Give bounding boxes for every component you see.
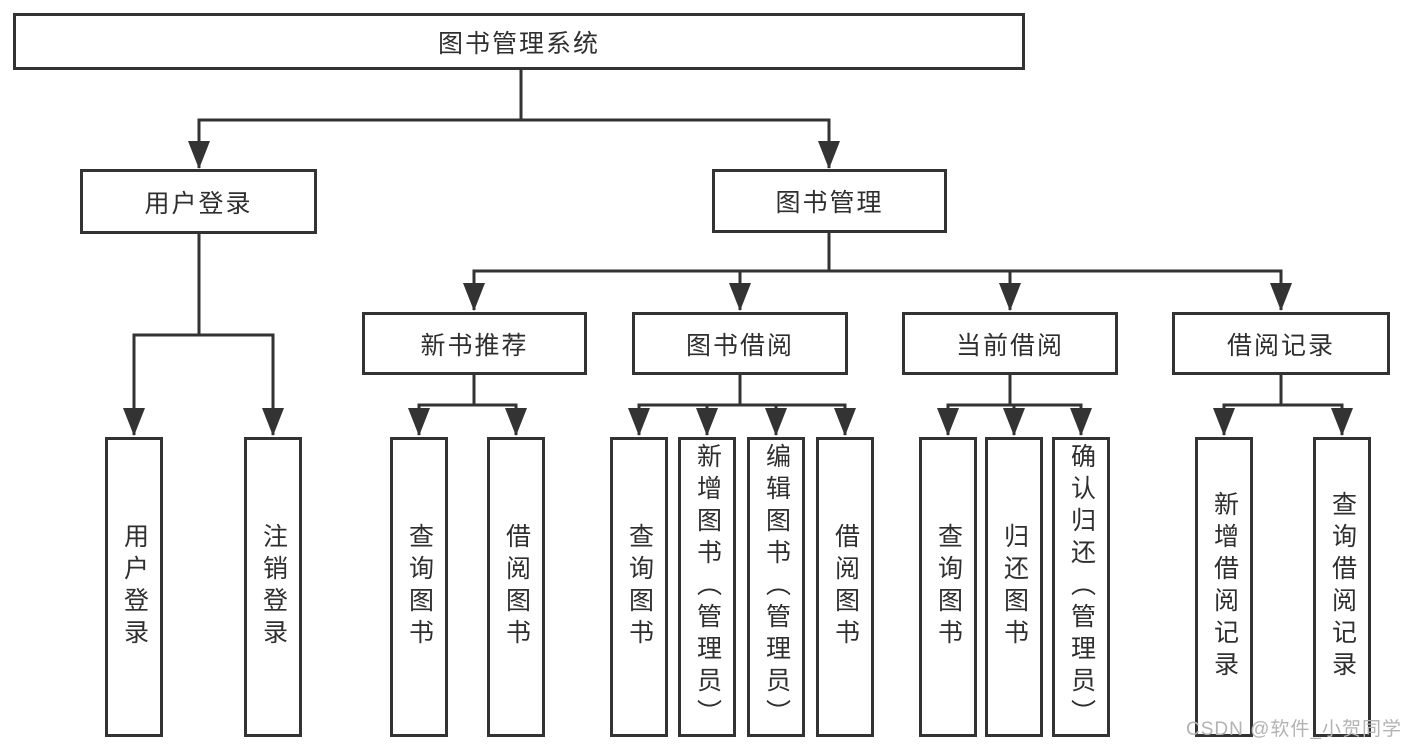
node-cb-query-books-label: 查询图书 bbox=[934, 523, 963, 651]
node-bb-edit-books-admin: 编辑图书（管理员） bbox=[747, 437, 805, 737]
node-book-borrowing-label: 图书借阅 bbox=[685, 331, 794, 360]
node-library-mgmt-system: 图书管理系统 bbox=[13, 13, 1025, 70]
csdn-watermark: CSDN @软件_小贺同学 bbox=[1186, 719, 1402, 740]
node-current-borrowing-label: 当前借阅 bbox=[955, 331, 1064, 360]
node-bb-add-books-admin: 新增图书（管理员） bbox=[678, 437, 736, 737]
node-cb-confirm-return-admin-label: 确认归还（管理员） bbox=[1067, 443, 1096, 731]
node-nb-borrow-books-label: 借阅图书 bbox=[502, 523, 531, 651]
node-cb-return-books: 归还图书 bbox=[985, 437, 1043, 737]
node-bb-borrow-books-label: 借阅图书 bbox=[831, 523, 860, 651]
node-bb-edit-books-admin-label: 编辑图书（管理员） bbox=[762, 443, 791, 731]
node-nb-query-books: 查询图书 bbox=[390, 437, 448, 737]
node-book-borrowing: 图书借阅 bbox=[632, 312, 848, 375]
node-leaf-logout: 注销登录 bbox=[244, 437, 302, 737]
node-bb-borrow-books: 借阅图书 bbox=[816, 437, 874, 737]
node-bb-query-books-label: 查询图书 bbox=[625, 523, 654, 651]
node-leaf-logout-label: 注销登录 bbox=[259, 523, 288, 651]
node-cb-return-books-label: 归还图书 bbox=[1000, 523, 1029, 651]
node-user-login-label: 用户登录 bbox=[144, 189, 253, 218]
node-nb-query-books-label: 查询图书 bbox=[405, 523, 434, 651]
node-bb-query-books: 查询图书 bbox=[610, 437, 668, 737]
node-borrowing-records-label: 借阅记录 bbox=[1226, 331, 1335, 360]
node-leaf-user-login-label: 用户登录 bbox=[120, 523, 149, 651]
node-nb-borrow-books: 借阅图书 bbox=[487, 437, 545, 737]
node-new-book-recommend: 新书推荐 bbox=[362, 312, 587, 375]
node-cb-confirm-return-admin: 确认归还（管理员） bbox=[1052, 437, 1110, 737]
node-br-query-borrow-record: 查询借阅记录 bbox=[1313, 437, 1371, 737]
node-br-add-borrow-record: 新增借阅记录 bbox=[1195, 437, 1253, 737]
node-new-book-recommend-label: 新书推荐 bbox=[420, 331, 529, 360]
node-borrowing-records: 借阅记录 bbox=[1172, 312, 1390, 375]
node-user-login: 用户登录 bbox=[80, 169, 317, 234]
node-cb-query-books: 查询图书 bbox=[919, 437, 977, 737]
node-bb-add-books-admin-label: 新增图书（管理员） bbox=[693, 443, 722, 731]
node-library-mgmt-system-label: 图书管理系统 bbox=[437, 29, 600, 58]
node-br-add-borrow-record-label: 新增借阅记录 bbox=[1210, 491, 1239, 683]
node-br-query-borrow-record-label: 查询借阅记录 bbox=[1328, 491, 1357, 683]
node-book-management-label: 图书管理 bbox=[775, 189, 884, 217]
node-leaf-user-login: 用户登录 bbox=[105, 437, 163, 737]
node-book-management: 图书管理 bbox=[712, 169, 947, 233]
node-current-borrowing: 当前借阅 bbox=[902, 312, 1118, 375]
